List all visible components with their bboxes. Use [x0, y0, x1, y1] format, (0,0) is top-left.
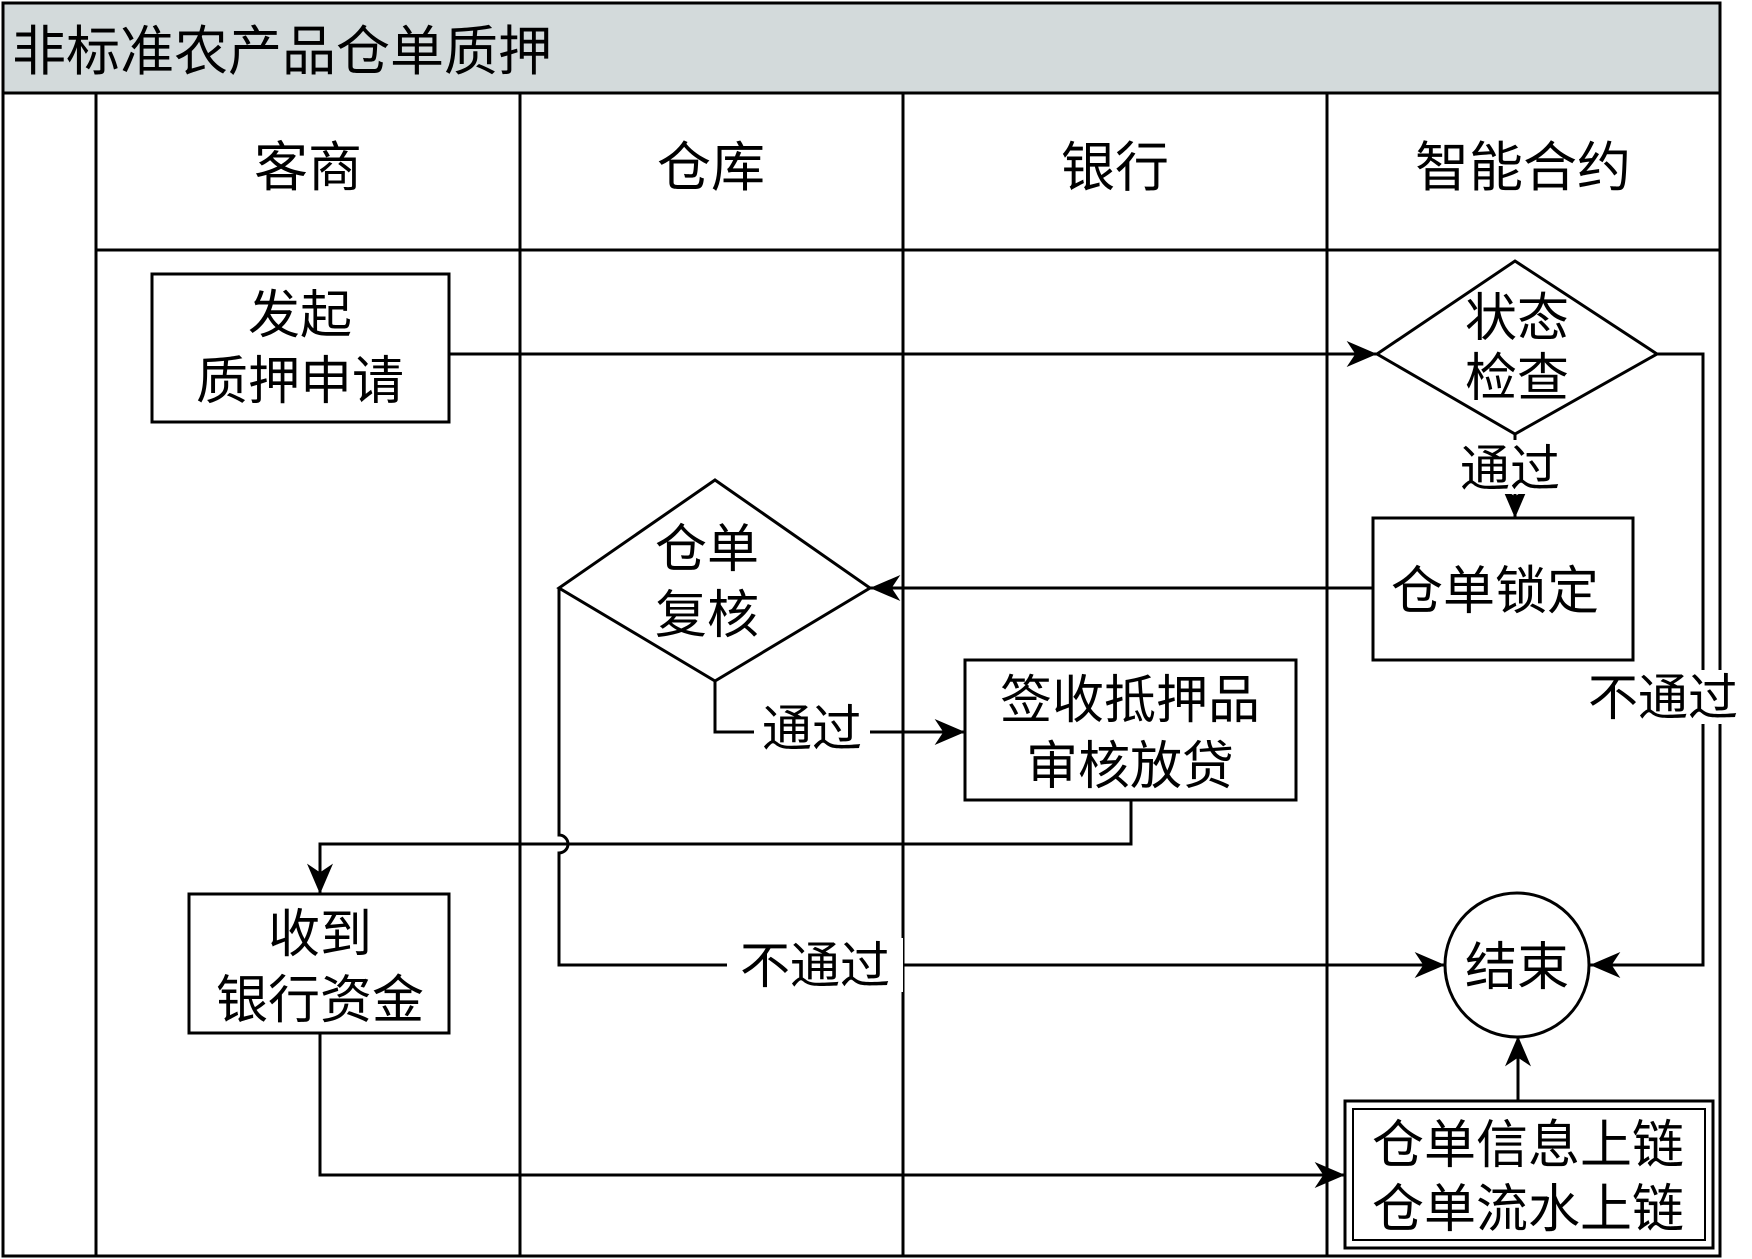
- node-lock-label: 仓单锁定: [1391, 562, 1599, 622]
- diagram-title: 非标准农产品仓单质押: [12, 20, 552, 83]
- node-end-label: 结束: [1465, 938, 1569, 998]
- lane-header-merchant: 客商: [254, 136, 362, 199]
- node-apply: 发起 质押申请: [150, 272, 451, 424]
- edge-label-check-pass: 通过: [1460, 440, 1560, 498]
- lane-header-smart-contract: 智能合约: [1415, 136, 1631, 199]
- node-apply-line1: 发起: [248, 286, 352, 346]
- node-receive-line1: 收到: [268, 905, 372, 965]
- node-onchain: 仓单信息上链 仓单流水上链: [1343, 1099, 1715, 1250]
- node-status-check-line1: 状态: [1465, 289, 1569, 349]
- node-loan-line2: 审核放贷: [1026, 737, 1234, 797]
- node-receive-line2: 银行资金: [216, 971, 424, 1031]
- node-status-check-line2: 检查: [1465, 349, 1569, 409]
- node-review-line1: 仓单: [655, 520, 759, 580]
- edge-review-to-loan: [713, 681, 966, 745]
- lane-header-bank: 银行: [1061, 136, 1169, 199]
- node-onchain-line2: 仓单流水上链: [1372, 1180, 1684, 1240]
- edge-label-review-pass: 通过: [762, 700, 862, 758]
- edge-check-to-end: [1590, 352, 1705, 978]
- node-receive: 收到 银行资金: [187, 892, 451, 1035]
- node-onchain-line1: 仓单信息上链: [1372, 1116, 1684, 1176]
- connectors: [307, 341, 1705, 1188]
- swimlane-grid: [94, 93, 1720, 1256]
- edge-receive-to-onchain: [318, 1033, 1345, 1188]
- diagram-frame: [1, 91, 1722, 1258]
- lane-header-warehouse: 仓库: [657, 136, 765, 199]
- node-review-line2: 复核: [655, 586, 759, 646]
- edge-label-review-fail: 不通过: [740, 937, 890, 995]
- node-loan-line1: 签收抵押品: [1000, 671, 1260, 731]
- node-end: 结束: [1443, 891, 1591, 1039]
- node-apply-line2: 质押申请: [196, 352, 404, 412]
- node-loan: 签收抵押品 审核放贷: [963, 658, 1298, 802]
- edge-label-check-fail: 不通过: [1588, 669, 1738, 727]
- node-review: 仓单 复核: [556, 478, 873, 683]
- node-lock: 仓单锁定: [1371, 516, 1635, 662]
- title-bar: [1, 1, 1722, 95]
- node-status-check: 状态 检查: [1374, 259, 1660, 436]
- edge-loan-to-receive: [307, 800, 1133, 895]
